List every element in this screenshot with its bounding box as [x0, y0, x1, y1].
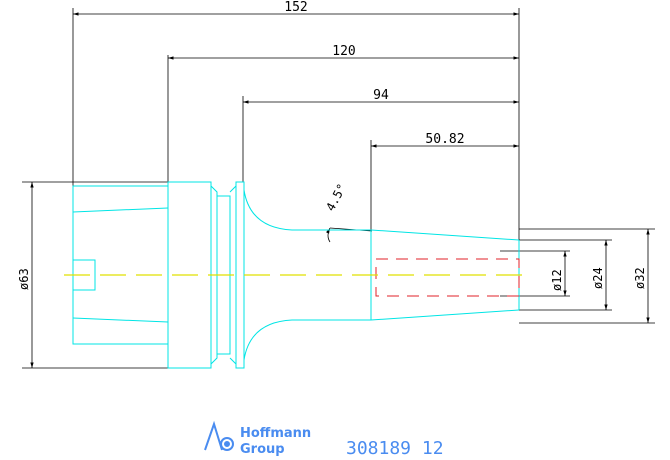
- dim-dia-63: ø63: [17, 268, 31, 290]
- dim-dia-12: ø12: [550, 269, 564, 291]
- dim-120: 120: [332, 44, 355, 59]
- extension-lines: [22, 8, 655, 369]
- dim-94: 94: [373, 88, 389, 103]
- dim-50-82: 50.82: [425, 132, 464, 147]
- brand-line-2: Group: [240, 442, 285, 457]
- dim-dia-24: ø24: [591, 267, 605, 289]
- hoffmann-logo: Hoffmann Group: [204, 420, 311, 457]
- part-number: 308189 12: [346, 438, 444, 459]
- dim-angle: 4.5°: [323, 181, 349, 213]
- hoffmann-logo-icon: [204, 420, 234, 451]
- hidden-bore: [375, 258, 520, 297]
- dim-152: 152: [284, 0, 307, 15]
- brand-line-1: Hoffmann: [240, 426, 311, 441]
- dim-dia-32: ø32: [633, 267, 647, 289]
